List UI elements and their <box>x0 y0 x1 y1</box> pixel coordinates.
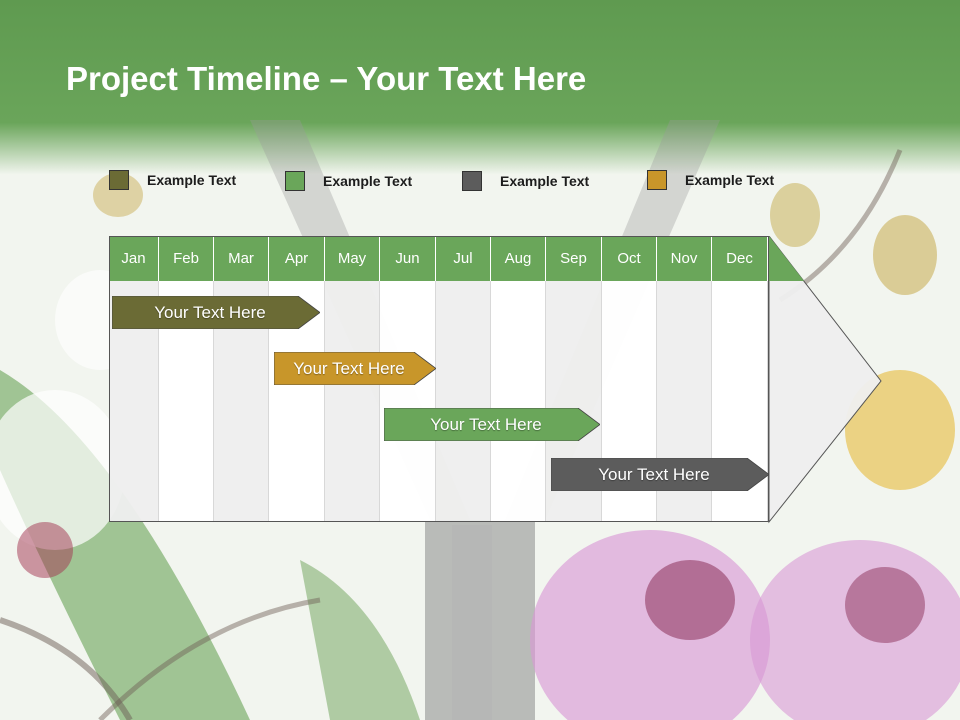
task-arrow-shape-3 <box>384 408 600 441</box>
task-bar-3[interactable]: Your Text Here <box>384 408 600 441</box>
month-header-oct: Oct <box>602 236 657 281</box>
legend-item-3: Example Text <box>462 171 589 191</box>
task-bar-1[interactable]: Your Text Here <box>112 296 320 329</box>
task-arrow-shape-1 <box>112 296 320 329</box>
legend-label-1: Example Text <box>147 172 237 188</box>
task-arrow-shape-4 <box>551 458 769 491</box>
month-header-aug: Aug <box>491 236 546 281</box>
task-arrow-shape-2 <box>274 352 436 385</box>
legend-label-2: Example Text <box>323 173 413 189</box>
month-header-jan: Jan <box>109 236 159 281</box>
title-rest-text: – Your Text Here <box>320 60 587 97</box>
month-column-may <box>325 281 380 522</box>
legend-label-4: Example Text <box>685 172 775 188</box>
task-label-1: Your Text Here <box>154 302 266 322</box>
month-header-jun: Jun <box>380 236 436 281</box>
legend-label-3: Example Text <box>500 173 590 189</box>
month-header-mar: Mar <box>214 236 269 281</box>
task-label-4: Your Text Here <box>598 464 710 484</box>
month-header-dec: Dec <box>712 236 768 281</box>
timeline-arrow <box>768 236 882 524</box>
task-bar-2[interactable]: Your Text Here <box>274 352 436 385</box>
task-bar-4[interactable]: Your Text Here <box>551 458 769 491</box>
legend-swatch-2 <box>285 171 305 191</box>
month-header-feb: Feb <box>159 236 214 281</box>
month-header-apr: Apr <box>269 236 325 281</box>
legend-swatch-4 <box>647 170 667 190</box>
header-band <box>0 0 960 175</box>
title-bold-text: Project Timeline <box>66 60 321 97</box>
legend-swatch-1 <box>109 170 129 190</box>
task-label-3: Your Text Here <box>430 414 542 434</box>
month-column-jul <box>436 281 491 522</box>
page-title: Project Timeline – Your Text Here <box>66 60 586 98</box>
month-header-sep: Sep <box>546 236 602 281</box>
legend-item-1: Example Text <box>109 170 236 190</box>
legend-item-2: Example Text <box>285 171 412 191</box>
month-header-nov: Nov <box>657 236 712 281</box>
month-column-jun <box>380 281 436 522</box>
task-label-2: Your Text Here <box>293 358 405 378</box>
legend-item-4: Example Text <box>647 170 774 190</box>
month-header-jul: Jul <box>436 236 491 281</box>
legend-swatch-3 <box>462 171 482 191</box>
month-column-aug <box>491 281 546 522</box>
month-header-may: May <box>325 236 380 281</box>
